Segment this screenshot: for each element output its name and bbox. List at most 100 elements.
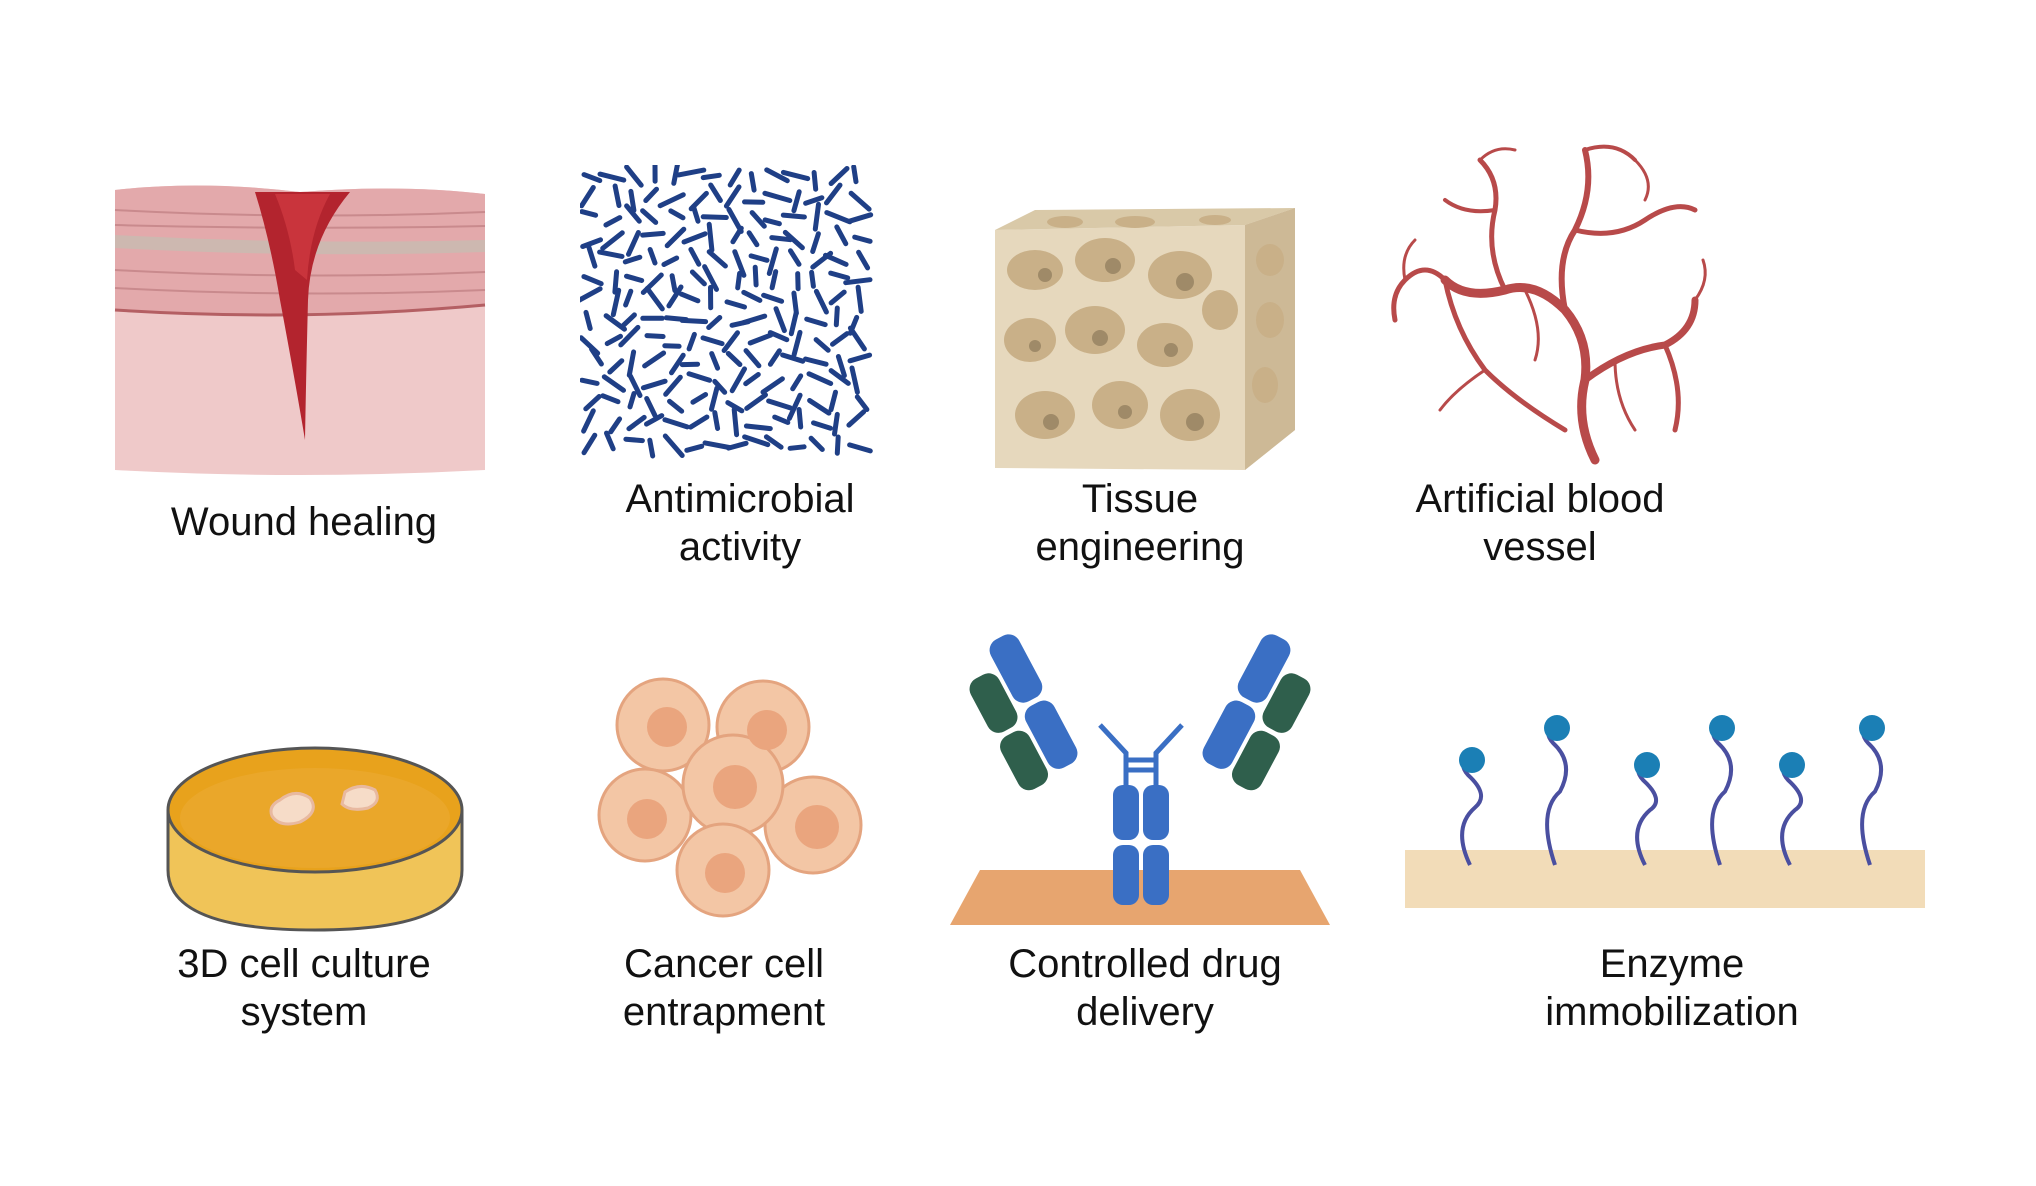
bacterium-rod bbox=[828, 368, 851, 386]
bacterium-rod bbox=[806, 371, 834, 386]
bacterium-rod bbox=[644, 413, 665, 427]
bacterium-rod bbox=[612, 183, 622, 208]
bacterium-rod bbox=[679, 317, 709, 325]
bacterium-rod bbox=[581, 274, 604, 287]
bacterium-rod bbox=[834, 434, 841, 456]
bacterium-rod bbox=[628, 188, 637, 213]
enzyme-head bbox=[1859, 715, 1885, 741]
bacterium-rod bbox=[804, 316, 828, 328]
bacterium-rod bbox=[662, 433, 685, 458]
bacterium-rod bbox=[743, 372, 761, 387]
bacterium-rod bbox=[741, 289, 763, 303]
bacterium-rod bbox=[662, 343, 682, 349]
bacterium-rod bbox=[809, 269, 816, 289]
bacterium-rod bbox=[640, 208, 659, 225]
bacterium-rod bbox=[684, 443, 705, 453]
enzyme-head bbox=[1709, 715, 1735, 741]
bacterium-rod bbox=[730, 225, 744, 245]
label-cancer-cell-2: entrapment bbox=[622, 990, 826, 1034]
bacterium-rod bbox=[748, 171, 757, 193]
bacterium-rod bbox=[769, 269, 779, 291]
label-antimicrobial-2: activity bbox=[678, 525, 802, 569]
bacterium-rod bbox=[725, 400, 745, 414]
bacterium-rod bbox=[676, 167, 707, 178]
immobilized-enzymes-icon bbox=[1405, 715, 1925, 908]
bacterium-rod bbox=[580, 209, 599, 218]
bacterium-rod bbox=[847, 325, 867, 352]
bacterium-rod bbox=[604, 430, 616, 452]
bacterium-rod bbox=[583, 394, 602, 412]
bacterium-rod bbox=[761, 292, 785, 304]
bacterium-rod bbox=[813, 337, 831, 353]
bacterium-rod bbox=[669, 352, 686, 376]
bacterium-rod bbox=[786, 392, 803, 421]
bacterium-rod bbox=[824, 182, 843, 206]
bacterium-rod bbox=[721, 330, 740, 353]
skin-wound-icon bbox=[114, 185, 486, 475]
bacterium-rod bbox=[788, 248, 802, 267]
bacterium-rod bbox=[678, 291, 701, 304]
bacterium-rod bbox=[808, 435, 825, 452]
bacterium-rod bbox=[847, 442, 873, 454]
bacterium-rod bbox=[735, 270, 743, 291]
bacterium-rod bbox=[627, 373, 643, 398]
bacterium-rod bbox=[623, 288, 634, 308]
bacterium-rod bbox=[843, 277, 873, 286]
label-enzyme-1: Enzyme bbox=[1599, 942, 1745, 986]
bacterium-rod bbox=[811, 420, 833, 431]
bacterium-rod bbox=[706, 249, 728, 269]
bacterium-rod bbox=[686, 331, 697, 352]
bacterium-rod bbox=[624, 165, 644, 188]
label-wound-healing-1: Wound healing bbox=[170, 500, 438, 544]
bacterium-rod bbox=[807, 398, 832, 416]
bacterium-rod bbox=[647, 437, 656, 459]
bacterium-rod bbox=[626, 230, 641, 257]
bacterium-rod bbox=[700, 172, 722, 181]
bacterium-rod bbox=[624, 273, 645, 283]
bacterium-rod bbox=[848, 190, 872, 212]
bacterium-rod bbox=[851, 165, 859, 185]
bacterium-rod bbox=[813, 288, 829, 315]
bacterium-rod bbox=[621, 312, 637, 328]
bacterium-rod bbox=[832, 411, 840, 437]
bacterium-rod bbox=[823, 252, 849, 267]
bacterium-rod bbox=[746, 230, 760, 248]
label-drug-delivery-1: Controlled drug bbox=[1008, 942, 1282, 986]
bacterium-rod bbox=[828, 289, 847, 306]
bacterium-rod bbox=[847, 352, 873, 364]
bacterium-rod bbox=[767, 348, 782, 367]
bacterium-rod bbox=[812, 201, 821, 232]
cells-cluster-icon bbox=[597, 677, 863, 918]
bacterium-rod bbox=[824, 210, 853, 225]
antibody-icon bbox=[950, 634, 1330, 925]
bacterium-rod bbox=[760, 376, 785, 395]
bacterium-rod bbox=[766, 246, 779, 276]
bacterium-rod bbox=[623, 436, 645, 444]
label-tissue-engineering-2: engineering bbox=[1035, 525, 1245, 569]
bacterium-rod bbox=[610, 287, 622, 318]
bacterium-rod bbox=[729, 366, 747, 394]
enzyme-head bbox=[1634, 752, 1660, 778]
bacterium-rod bbox=[626, 414, 647, 432]
bacterium-rod bbox=[580, 185, 596, 209]
bacterium-rod bbox=[600, 230, 625, 251]
bacterium-rod bbox=[744, 392, 768, 411]
bacterium-rod bbox=[612, 269, 620, 295]
bacterium-rod bbox=[644, 396, 658, 418]
bacterium-rod bbox=[803, 356, 829, 367]
bacterium-rod bbox=[740, 313, 768, 326]
label-antimicrobial-1: Antimicrobial bbox=[625, 477, 855, 521]
bacterium-rod bbox=[727, 167, 742, 188]
bacterium-rod bbox=[657, 192, 686, 209]
bacterium-rod bbox=[640, 230, 666, 238]
bacterium-rod bbox=[597, 249, 625, 259]
label-tissue-engineering-1: Tissue bbox=[1081, 477, 1199, 521]
bacterium-rod bbox=[622, 254, 643, 265]
bacterium-rod bbox=[828, 270, 851, 281]
bacterium-rod bbox=[601, 374, 626, 393]
blood-vessel-network-icon bbox=[1391, 144, 1707, 465]
bacterium-rod bbox=[603, 215, 623, 228]
bacterium-rod bbox=[607, 358, 625, 375]
bacterium-rod bbox=[608, 416, 623, 435]
bacterium-rod bbox=[743, 348, 762, 369]
